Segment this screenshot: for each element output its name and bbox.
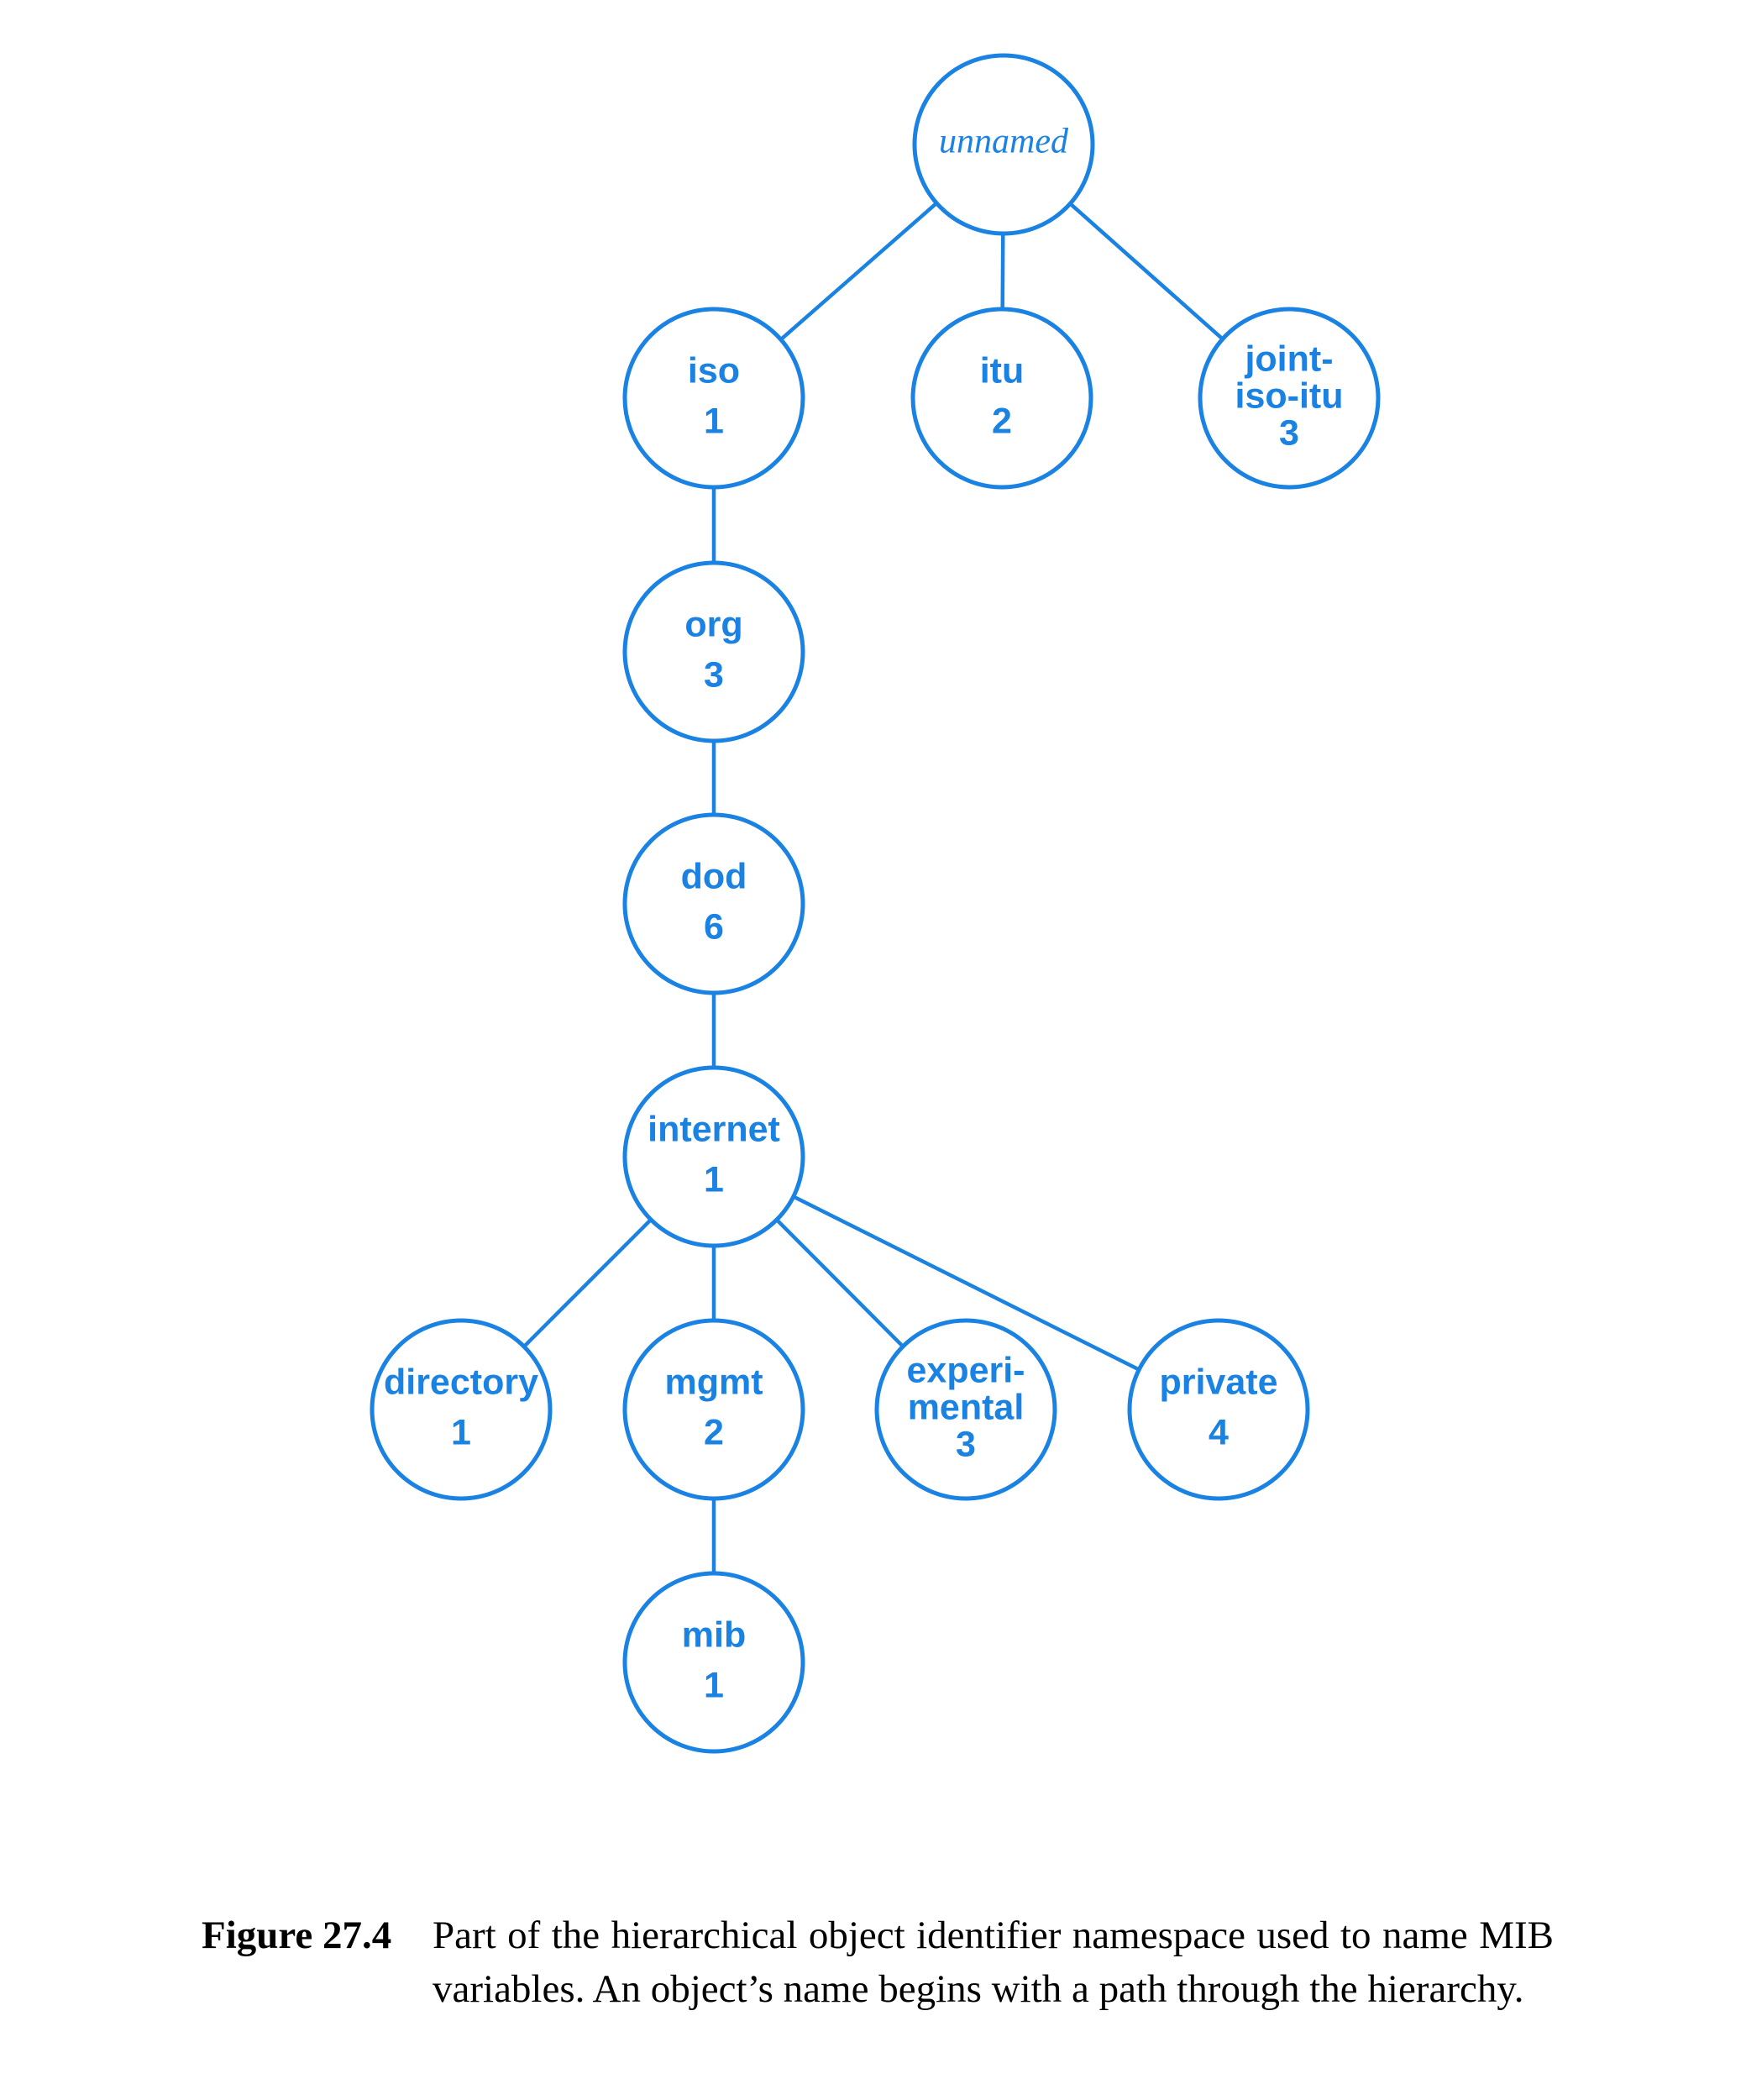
- node-directory: directory 1: [370, 1318, 553, 1501]
- node-org: org 3: [622, 560, 805, 743]
- edge-internet-to-directory: [522, 1218, 653, 1348]
- node-circle-mgmt: [622, 1318, 805, 1501]
- node-unnamed: unnamed: [912, 53, 1095, 236]
- node-mgmt: mgmt 2: [622, 1318, 805, 1501]
- node-label-private-line-2: 4: [1209, 1412, 1229, 1452]
- node-label-org-line-2: 3: [704, 654, 724, 695]
- figure-caption: Figure 27.4 Part of the hierarchical obj…: [202, 1908, 1554, 2016]
- node-label-unnamed-line-1: unnamed: [939, 123, 1069, 161]
- edge-internet-to-private: [792, 1194, 1140, 1372]
- edge-unnamed-to-joint-iso-itu: [1068, 202, 1224, 341]
- node-circle-directory: [370, 1318, 553, 1501]
- node-label-mgmt-line-2: 2: [704, 1412, 724, 1452]
- node-circle-mib: [622, 1571, 805, 1754]
- node-itu: itu 2: [910, 307, 1093, 490]
- node-circle-joint-iso-itu: [1198, 307, 1381, 490]
- node-iso: iso 1: [622, 307, 805, 490]
- node-label-internet-line-1: internet: [648, 1109, 780, 1149]
- node-label-org-line-1: org: [684, 604, 742, 644]
- node-private: private 4: [1127, 1318, 1310, 1501]
- node-label-joint-iso-itu-line-2: iso-itu: [1235, 375, 1344, 416]
- node-circle-experimental: [874, 1318, 1057, 1501]
- node-label-itu-line-1: itu: [980, 350, 1025, 391]
- node-label-mib-line-1: mib: [682, 1614, 746, 1655]
- node-label-itu-line-2: 2: [992, 401, 1012, 441]
- node-label-iso-line-2: 1: [704, 401, 724, 441]
- node-label-joint-iso-itu-line-1: joint-: [1244, 339, 1333, 379]
- node-label-dod-line-1: dod: [681, 856, 747, 896]
- node-label-directory-line-2: 1: [451, 1412, 471, 1452]
- node-label-iso-line-1: iso: [688, 350, 740, 391]
- node-circle-itu: [910, 307, 1093, 490]
- edge-unnamed-to-iso: [779, 202, 938, 341]
- node-circle-iso: [622, 307, 805, 490]
- node-label-experimental-line-2: mental: [908, 1387, 1025, 1427]
- figure-label: Figure 27.4: [202, 1914, 392, 1957]
- node-label-joint-iso-itu-line-3: 3: [1279, 412, 1299, 453]
- node-mib: mib 1: [622, 1571, 805, 1754]
- node-circle-unnamed: [912, 53, 1095, 236]
- node-circle-private: [1127, 1318, 1310, 1501]
- figure-caption-text: Part of the hierarchical object identifi…: [433, 1914, 1554, 2011]
- node-label-experimental-line-3: 3: [956, 1424, 976, 1464]
- tree-edges: [522, 202, 1224, 1573]
- node-label-internet-line-2: 1: [704, 1159, 724, 1200]
- node-label-dod-line-2: 6: [704, 906, 724, 947]
- node-circle-dod: [622, 812, 805, 995]
- node-label-mib-line-2: 1: [704, 1665, 724, 1705]
- node-dod: dod 6: [622, 812, 805, 995]
- node-label-experimental-line-1: experi-: [906, 1350, 1025, 1390]
- tree-nodes: unnamediso1itu2joint-iso-itu3org3dod6int…: [370, 53, 1381, 1754]
- node-label-mgmt-line-1: mgmt: [664, 1362, 763, 1402]
- edge-unnamed-to-itu: [1000, 233, 1005, 310]
- node-circle-org: [622, 560, 805, 743]
- node-internet: internet 1: [622, 1065, 805, 1248]
- node-label-directory-line-1: directory: [384, 1362, 538, 1402]
- node-label-private-line-1: private: [1159, 1362, 1277, 1402]
- node-circle-internet: [622, 1065, 805, 1248]
- edge-internet-to-experimental: [775, 1218, 904, 1348]
